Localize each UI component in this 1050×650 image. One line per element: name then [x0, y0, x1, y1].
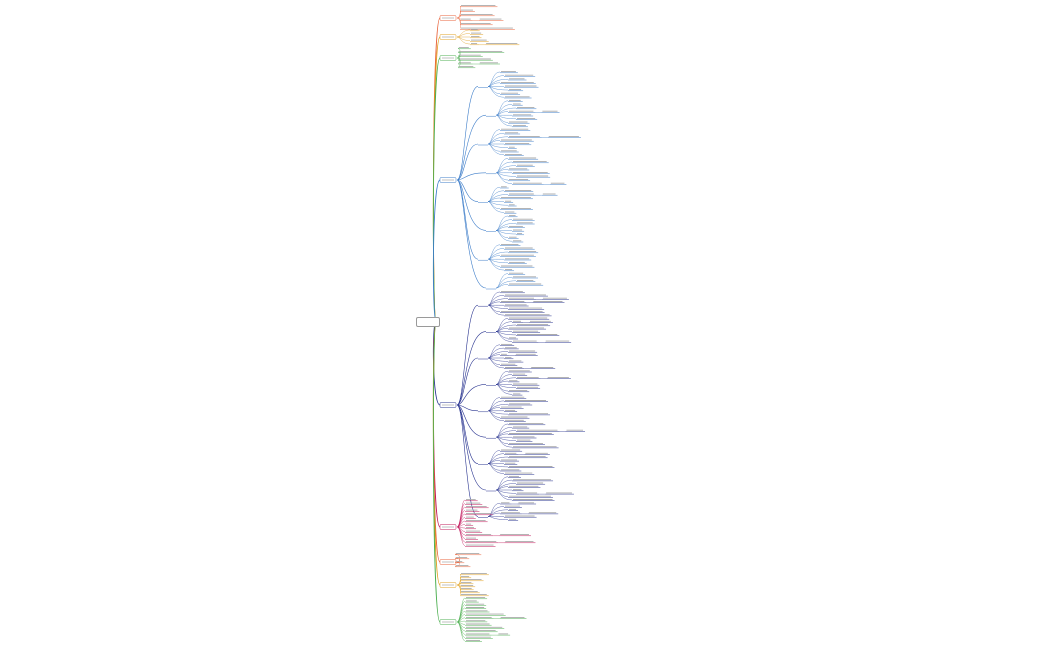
- leaf-connector: [456, 621, 466, 642]
- leaf-connector: [495, 423, 509, 438]
- leaf-connector: [495, 321, 513, 332]
- leaf-connector: [495, 277, 513, 289]
- leaf-connector: [487, 407, 501, 411]
- leaf-connector: [487, 347, 505, 359]
- leaf-connector: [487, 187, 501, 202]
- sub-connector: [456, 179, 487, 289]
- leaf-connector: [487, 248, 505, 260]
- leaf-connector: [495, 215, 509, 231]
- leaf-connector: [456, 36, 471, 41]
- leaf-connector: [487, 140, 501, 145]
- leaf-connector: [495, 384, 513, 395]
- leaf-connector: [456, 621, 466, 635]
- leaf-connector: [495, 374, 513, 385]
- leaf-connector: [487, 344, 501, 359]
- leaf-connector: [487, 397, 501, 411]
- leaf-connector: [495, 104, 513, 116]
- leaf-connector: [495, 230, 513, 242]
- leaf-connector: [456, 17, 461, 29]
- branch-connector: [432, 320, 441, 623]
- sub-connector: [456, 304, 479, 406]
- leaf-connector: [487, 201, 505, 213]
- leaf-connector: [495, 433, 509, 438]
- sub-connector: [456, 357, 479, 406]
- branch-connector: [432, 57, 441, 322]
- leaf-connector: [487, 516, 509, 520]
- leaf-connector: [456, 584, 461, 596]
- leaf-connector: [487, 460, 501, 464]
- leaf-connector: [487, 259, 505, 271]
- leaf-connector: [495, 161, 513, 173]
- leaf-connector: [495, 371, 509, 385]
- leaf-connector: [495, 100, 509, 116]
- leaf-connector: [495, 486, 509, 491]
- leaf-connector: [487, 86, 505, 98]
- root-node[interactable]: [416, 317, 440, 327]
- leaf-connector: [456, 36, 471, 45]
- leaf-connector: [487, 463, 505, 474]
- sub-connector: [456, 384, 487, 406]
- leaf-connector: [495, 115, 513, 127]
- leaf-connector: [495, 172, 513, 184]
- leaf-connector: [495, 273, 509, 289]
- leaf-connector: [487, 450, 501, 464]
- leaf-connector: [487, 410, 505, 421]
- leaf-connector: [495, 284, 509, 289]
- leaf-connector: [487, 453, 505, 464]
- leaf-connector: [487, 255, 501, 260]
- leaf-connector: [495, 489, 513, 501]
- leaf-connector: [487, 75, 505, 87]
- sub-connector: [456, 331, 487, 406]
- leaf-connector: [456, 499, 466, 528]
- sub-connector: [456, 404, 479, 517]
- leaf-connector: [487, 354, 501, 359]
- leaf-connector: [495, 331, 513, 342]
- leaf-connector: [487, 305, 505, 316]
- sub-connector: [456, 86, 479, 181]
- leaf-connector: [487, 291, 501, 306]
- leaf-connector: [487, 197, 501, 202]
- sub-connector: [456, 172, 487, 181]
- leaf-connector: [495, 380, 509, 385]
- leaf-connector: [487, 190, 505, 202]
- sub-connector: [456, 179, 487, 231]
- leaf-connector: [495, 226, 509, 231]
- leaf-connector: [487, 71, 501, 87]
- leaf-connector: [495, 328, 509, 332]
- leaf-connector: [495, 427, 513, 438]
- leaf-connector: [456, 57, 461, 68]
- leaf-connector: [456, 526, 466, 546]
- leaf-connector: [495, 318, 509, 332]
- leaf-connector: [487, 133, 505, 145]
- leaf-connector: [487, 143, 505, 155]
- leaf-connector: [456, 33, 471, 38]
- leaf-connector: [487, 129, 501, 145]
- leaf-connector: [495, 437, 513, 448]
- leaf-connector: [487, 400, 505, 411]
- leaf-connector: [495, 476, 509, 491]
- leaf-connector: [456, 503, 466, 528]
- branch-connector: [432, 179, 441, 322]
- leaf-connector: [487, 82, 501, 87]
- leaf-connector: [487, 295, 505, 306]
- leaf-connector: [456, 5, 461, 19]
- leaf-connector: [456, 604, 466, 623]
- leaf-connector: [495, 479, 513, 491]
- sub-connector: [456, 114, 487, 181]
- leaf-connector: [487, 503, 501, 517]
- leaf-connector: [487, 244, 501, 260]
- sub-connector: [456, 404, 479, 464]
- leaf-connector: [495, 158, 509, 173]
- sub-connector: [456, 404, 479, 412]
- leaf-connector: [495, 219, 513, 231]
- leaf-connector: [495, 169, 509, 173]
- leaf-connector: [487, 301, 501, 306]
- leaf-connector: [495, 111, 509, 116]
- leaf-connector: [487, 357, 505, 369]
- sub-connector: [456, 179, 479, 260]
